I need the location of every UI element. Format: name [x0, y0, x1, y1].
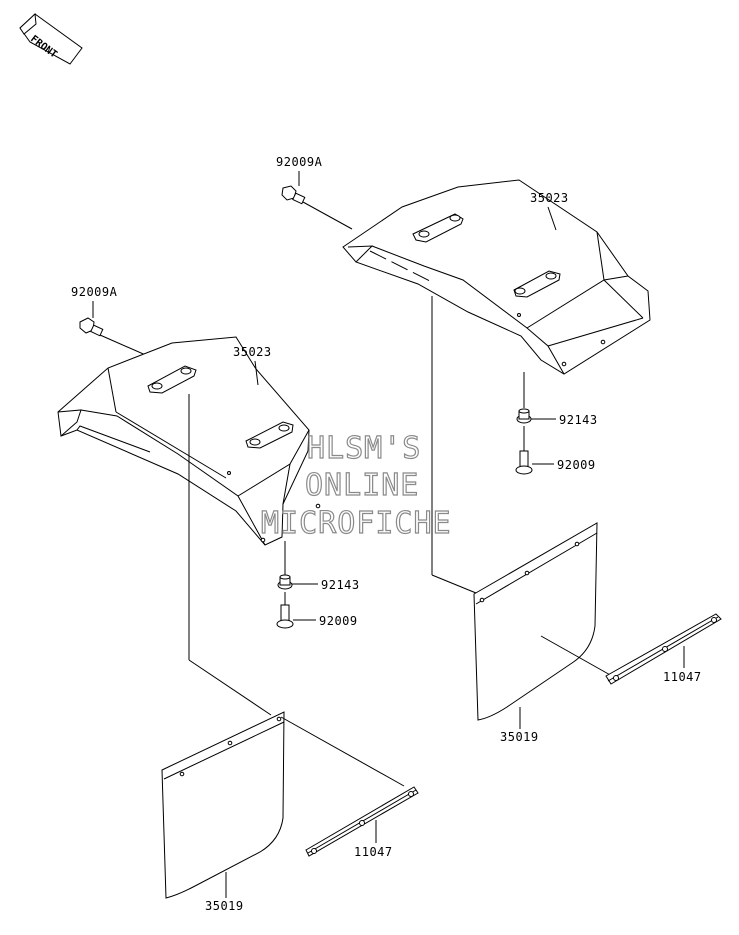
cover-left	[57, 336, 321, 546]
label-35019-right: 35019	[500, 730, 539, 744]
label-35019-left: 35019	[205, 899, 244, 913]
label-92009-left: 92009	[319, 614, 358, 628]
label-92009A-top: 92009A	[276, 155, 323, 169]
label-11047-left: 11047	[354, 845, 393, 859]
label-92143-left: 92143	[321, 578, 360, 592]
flap-left	[161, 711, 285, 899]
label-92009-right: 92009	[557, 458, 596, 472]
bolt-icon	[79, 317, 104, 337]
screw-icon	[276, 604, 294, 629]
plate-left	[305, 786, 419, 857]
front-arrow-icon: FRONT	[19, 12, 83, 65]
screw-icon	[515, 450, 533, 475]
label-35023-right: 35023	[530, 191, 569, 205]
bolt-icon	[281, 185, 306, 205]
watermark-line3: MICROFICHE	[261, 506, 452, 541]
cover-right	[342, 179, 651, 375]
watermark-line1: HLSM'S	[307, 431, 421, 466]
label-92143-right: 92143	[559, 413, 598, 427]
label-11047-right: 11047	[663, 670, 702, 684]
flap-right	[473, 522, 598, 721]
washer-icon	[516, 408, 532, 424]
watermark-line2: ONLINE	[305, 468, 419, 503]
label-92009A-left: 92009A	[71, 285, 118, 299]
washer-icon	[277, 574, 293, 590]
label-35023-left: 35023	[233, 345, 272, 359]
plate-right	[605, 613, 722, 685]
watermark: HLSM'S ONLINE MICROFICHE	[260, 430, 452, 541]
